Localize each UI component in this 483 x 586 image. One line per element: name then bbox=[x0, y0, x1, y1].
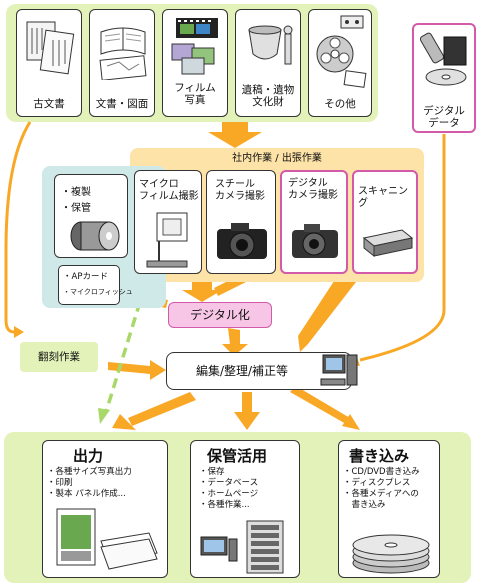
method-label: デジタル カメラ撮影 bbox=[288, 178, 338, 201]
method-card-still-camera: スチール カメラ撮影 bbox=[206, 170, 276, 274]
arrow-methods-to-digitize bbox=[182, 278, 222, 302]
arrow-digitize-to-edit bbox=[222, 328, 248, 356]
source-card-old-documents: 古文書 bbox=[16, 9, 82, 117]
source-label: その他 bbox=[324, 98, 356, 110]
edit-label: 編集/整理/補正等 bbox=[195, 364, 289, 378]
arrow-reprint-to-edit bbox=[108, 360, 166, 380]
digitize-label: デジタル化 bbox=[190, 308, 250, 322]
storage-item: ・データベース bbox=[199, 478, 259, 488]
storage-item: ・保存 bbox=[199, 467, 225, 477]
source-label: 古文書 bbox=[33, 98, 65, 110]
printed-book-icon bbox=[56, 508, 158, 570]
method-label: マイクロ フィルム撮影 bbox=[139, 179, 199, 202]
arrow-scanner-to-edit bbox=[298, 272, 356, 352]
output-card: 出力 ・各種サイズ写真出力 ・印刷 ・製本 パネル作成... bbox=[42, 440, 168, 578]
storage-title: 保管活用 bbox=[207, 447, 268, 465]
output-item: ・各種サイズ写真出力 bbox=[47, 467, 132, 477]
film-reel-icon bbox=[70, 221, 120, 251]
still-camera-icon bbox=[217, 223, 267, 259]
output-item: ・製本 パネル作成... bbox=[47, 489, 126, 499]
storage-card: 保管活用 ・保存 ・データベース ・ホームページ ・各種作業... bbox=[190, 440, 300, 578]
edit-box: 編集/整理/補正等 bbox=[166, 352, 358, 390]
output-items: ・各種サイズ写真出力 ・印刷 ・製本 パネル作成... bbox=[47, 467, 132, 500]
arrow-edit-to-output bbox=[128, 392, 196, 426]
reprint-label: 翻刻作業 bbox=[38, 351, 80, 363]
ap-card-box: ・APカード ・マイクロフィッシュ bbox=[58, 265, 133, 305]
work-header: 社内作業 / 出張作業 bbox=[232, 153, 322, 164]
digital-camera-icon bbox=[292, 224, 338, 258]
source-card-other: その他 bbox=[308, 9, 372, 117]
source-label: 遺稿・遺物 文化財 bbox=[241, 84, 295, 108]
arrow-edit-to-writing bbox=[290, 386, 350, 424]
documents-drawings-icon bbox=[99, 27, 147, 80]
computer-icon bbox=[320, 354, 358, 386]
reprint-box: 翻刻作業 bbox=[20, 342, 98, 372]
writing-title: 書き込み bbox=[349, 447, 410, 465]
writing-item: ・各種メディアへの bbox=[343, 489, 419, 499]
ap-card-line-2: ・マイクロフィッシュ bbox=[63, 288, 133, 296]
writing-item: ・CD/DVD書き込み bbox=[343, 467, 420, 477]
preserve-line-2: ・保管 bbox=[61, 203, 91, 214]
microfilm-camera-icon bbox=[146, 212, 188, 268]
preserve-card: ・複製 ・保管 bbox=[54, 174, 128, 258]
digitize-box: デジタル化 bbox=[168, 302, 272, 328]
method-label: スチール カメラ撮影 bbox=[215, 179, 265, 202]
source-label: フィルム 写真 bbox=[174, 82, 216, 106]
relics-pottery-icon bbox=[248, 25, 293, 65]
source-card-documents-drawings: 文書・図面 bbox=[89, 9, 155, 117]
method-card-microfilm: マイクロ フィルム撮影 bbox=[134, 170, 202, 274]
ap-card-line-1: ・APカード bbox=[63, 272, 108, 282]
output-title: 出力 bbox=[73, 447, 104, 465]
digital-data-label: デジタル データ bbox=[423, 105, 465, 129]
method-card-scanning: スキャニング bbox=[352, 170, 418, 274]
arrow-dashed-green bbox=[104, 301, 142, 413]
storage-items: ・保存 ・データベース ・ホームページ ・各種作業... bbox=[199, 467, 258, 511]
source-label: 文書・図面 bbox=[95, 98, 149, 110]
output-item: ・印刷 bbox=[47, 478, 73, 488]
old-documents-icon bbox=[26, 21, 75, 75]
film-photo-icon bbox=[171, 18, 218, 75]
arrow-digital-data-to-edit bbox=[359, 134, 446, 362]
writing-card: 書き込み ・CD/DVD書き込み ・ディスクプレス ・各種メディアへの 書き込み bbox=[338, 440, 440, 578]
arrow-edit-to-storage bbox=[234, 392, 260, 430]
film-reel-icon bbox=[316, 15, 367, 88]
writing-item: 書き込み bbox=[343, 500, 386, 510]
digital-data-card: デジタル データ bbox=[412, 23, 476, 133]
writing-items: ・CD/DVD書き込み ・ディスクプレス ・各種メディアへの 書き込み bbox=[343, 467, 420, 511]
scanner-icon bbox=[362, 229, 414, 258]
storage-item: ・各種作業... bbox=[199, 500, 250, 510]
disc-stack-icon bbox=[352, 534, 430, 574]
storage-item: ・ホームページ bbox=[199, 489, 259, 499]
arrow-sources-left-curve bbox=[4, 121, 32, 334]
source-card-relics: 遺稿・遺物 文化財 bbox=[235, 9, 301, 117]
server-rack-icon bbox=[200, 520, 284, 574]
usb-disc-icon bbox=[419, 32, 467, 86]
arrow-sources-to-work bbox=[208, 122, 262, 148]
method-label: スキャニング bbox=[358, 186, 408, 209]
method-card-digital-camera: デジタル カメラ撮影 bbox=[280, 170, 348, 274]
source-card-film-photo: フィルム 写真 bbox=[162, 9, 228, 117]
writing-item: ・ディスクプレス bbox=[343, 478, 411, 488]
preserve-line-1: ・複製 bbox=[61, 187, 91, 198]
